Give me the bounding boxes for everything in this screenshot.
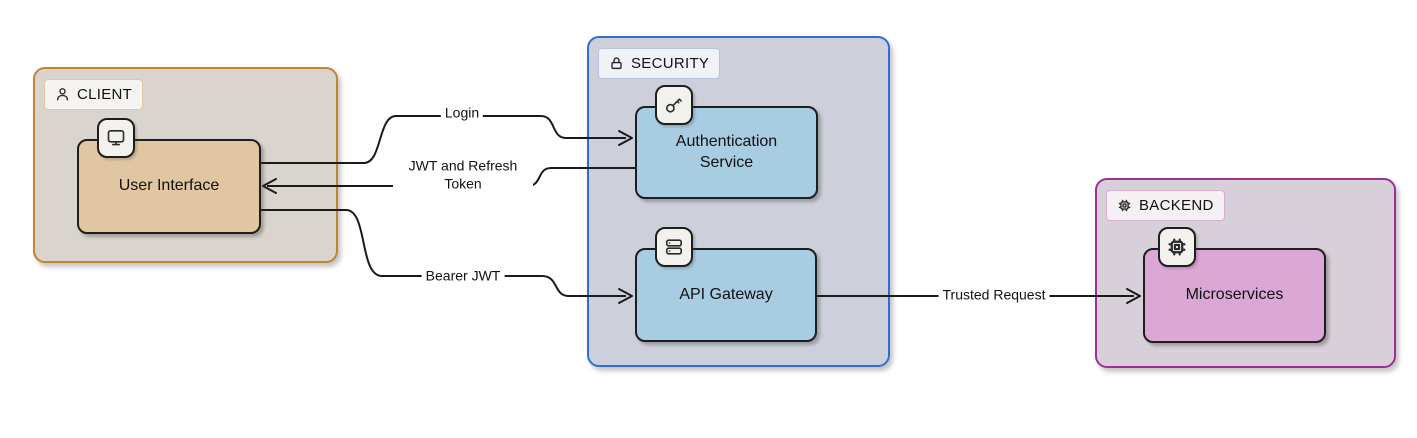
group-backend-label: BACKEND	[1106, 190, 1225, 221]
node-user-interface-badge	[97, 118, 135, 158]
key-icon	[666, 98, 682, 113]
person-icon	[56, 88, 69, 101]
group-client-title: CLIENT	[77, 86, 133, 103]
node-user-interface: User Interface	[77, 139, 261, 234]
node-microservices-badge	[1158, 227, 1196, 267]
lock-icon	[611, 57, 622, 70]
monitor-icon	[107, 129, 125, 146]
edge-label-jwt-refresh-token: JWT and Refresh Token	[393, 156, 533, 194]
edge-label-bearer-jwt: Bearer JWT	[421, 266, 505, 286]
node-microservices-label: Microservices	[1185, 286, 1284, 304]
chip-icon	[1168, 238, 1186, 256]
group-security-label: SECURITY	[598, 48, 721, 79]
node-api-gateway-badge	[655, 227, 693, 267]
group-backend-title: BACKEND	[1139, 197, 1214, 214]
server-icon	[665, 239, 682, 255]
chip-icon	[1118, 199, 1131, 212]
edge-label-trusted-request: Trusted Request	[938, 285, 1050, 305]
group-client-label: CLIENT	[44, 79, 144, 110]
node-authentication-service-badge	[655, 85, 693, 125]
node-user-interface-label: User Interface	[118, 177, 220, 195]
node-authentication-service-label: Authentication Service	[675, 132, 778, 171]
group-security-title: SECURITY	[631, 55, 710, 72]
edge-label-login: Login	[440, 103, 484, 123]
node-api-gateway-label: API Gateway	[679, 285, 773, 303]
